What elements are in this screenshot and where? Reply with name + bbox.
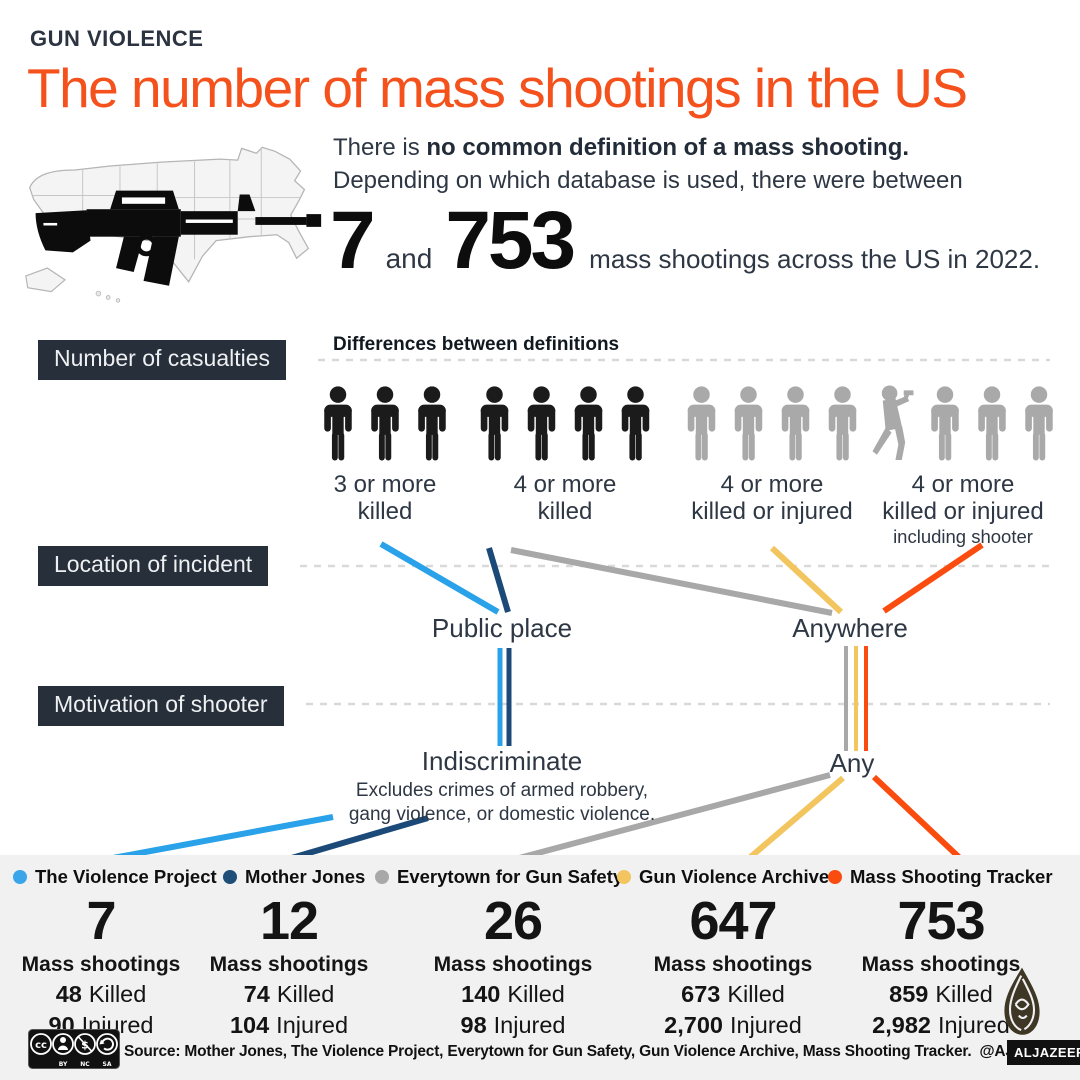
- shootings-count: 12: [259, 891, 319, 951]
- line-any-to-mst-stat: [871, 774, 965, 863]
- casualty-group-4: 4 or more killed or injured including sh…: [869, 384, 1057, 548]
- casualty-group-3: 4 or more killed or injured: [684, 384, 861, 525]
- shootings-count: 647: [689, 891, 777, 951]
- casualty-group-2-label: 4 or more killed: [513, 471, 617, 526]
- section-motivation-of-shooter: Motivation of shooter: [38, 686, 284, 726]
- person-icon: [571, 386, 607, 462]
- line-any-to-gva-stat: [745, 775, 845, 863]
- shooter-icon: [869, 384, 916, 462]
- us-map-rifle-graphic: [25, 146, 322, 303]
- creative-commons-badge: cc $ BY NC SA: [28, 1029, 120, 1069]
- range-suffix: mass shootings across the US in 2022.: [589, 244, 1041, 274]
- person-icon: [477, 386, 513, 462]
- person-icon: [974, 386, 1010, 462]
- shootings-count: 753: [897, 891, 985, 951]
- person-icon: [778, 386, 814, 462]
- intro-line1-prefix: There is: [333, 134, 427, 161]
- person-icon: [524, 386, 560, 462]
- legend-dot-violence-project: [13, 870, 27, 884]
- intro-line1-bold: no common definition of a mass shooting.: [426, 134, 910, 161]
- line-violence-project-to-public: [379, 541, 500, 615]
- legend-gun-violence-archive: Gun Violence Archive: [617, 866, 829, 888]
- intro-line2: Depending on which database is used, the…: [333, 167, 963, 195]
- person-icon: [1021, 386, 1057, 462]
- person-icon: [414, 386, 450, 462]
- line-gva-to-anywhere: [769, 545, 844, 615]
- casualty-group-4-label: 4 or more killed or injured including sh…: [882, 471, 1044, 548]
- al-jazeera-logo: [1004, 967, 1040, 1035]
- person-icons-with-shooter: [869, 384, 1057, 462]
- person-icons-gray: [684, 384, 861, 462]
- conjunction: and: [385, 243, 433, 274]
- shootings-count: 7: [86, 891, 116, 951]
- person-icons-black: [477, 384, 654, 462]
- intro-text: There is no common definition of a mass …: [333, 131, 963, 197]
- line-everytown-to-anywhere: [510, 547, 833, 616]
- legend-dot-everytown: [375, 870, 389, 884]
- max-count: 753: [445, 195, 576, 286]
- person-icons-black: [320, 384, 450, 462]
- svg-text:cc: cc: [35, 1040, 47, 1051]
- line-mst-to-anywhere: [882, 542, 984, 614]
- person-icon: [684, 386, 720, 462]
- node-anywhere: Anywhere: [792, 613, 908, 643]
- legend-mother-jones: Mother Jones: [223, 866, 365, 888]
- hawaii-dots: [95, 290, 121, 303]
- alaska-shape: [25, 267, 66, 293]
- person-icon: [731, 386, 767, 462]
- shootings-count: 26: [483, 891, 543, 951]
- section-number-of-casualties: Number of casualties: [38, 340, 287, 380]
- legend-dot-mother-jones: [223, 870, 237, 884]
- person-icon: [320, 386, 356, 462]
- legend-everytown: Everytown for Gun Safety: [375, 866, 623, 888]
- legend-mass-shooting-tracker: Mass Shooting Tracker: [828, 866, 1053, 888]
- aljazeera-wordmark: ALJAZEERA: [1007, 1040, 1080, 1065]
- casualty-group-1: 3 or more killed: [320, 384, 450, 525]
- casualty-group-2: 4 or more killed: [477, 384, 654, 525]
- person-icon: [367, 386, 403, 462]
- person-icon: [618, 386, 654, 462]
- range-figures: 7 and 753 mass shootings across the US i…: [330, 194, 1040, 288]
- person-icon: [927, 386, 963, 462]
- page-title: The number of mass shootings in the US: [27, 57, 968, 119]
- rifle-silhouette: [35, 190, 322, 286]
- node-any: Any: [829, 748, 875, 778]
- source-attribution: Source: Mother Jones, The Violence Proje…: [124, 1043, 1049, 1061]
- stats-band: [0, 855, 1080, 1080]
- kicker: GUN VIOLENCE: [30, 26, 204, 51]
- line-mother-jones-to-public: [486, 547, 511, 613]
- legend-dot-gun-violence-archive: [617, 870, 631, 884]
- indiscriminate-note: Excludes crimes of armed robbery, gang v…: [348, 780, 656, 825]
- svg-text:SA: SA: [103, 1061, 112, 1068]
- svg-text:BY: BY: [59, 1061, 68, 1068]
- legend-violence-project: The Violence Project: [13, 866, 217, 888]
- node-indiscriminate: Indiscriminate: [421, 746, 583, 776]
- casualty-group-1-label: 3 or more killed: [333, 471, 437, 526]
- node-public-place: Public place: [431, 613, 573, 643]
- person-icon: [825, 386, 861, 462]
- svg-text:NC: NC: [80, 1061, 90, 1068]
- legend-dot-mass-shooting-tracker: [828, 870, 842, 884]
- definitions-note: Differences between definitions: [333, 334, 620, 355]
- min-count: 7: [330, 195, 376, 286]
- casualty-group-3-label: 4 or more killed or injured: [691, 471, 853, 526]
- section-location-of-incident: Location of incident: [38, 546, 269, 586]
